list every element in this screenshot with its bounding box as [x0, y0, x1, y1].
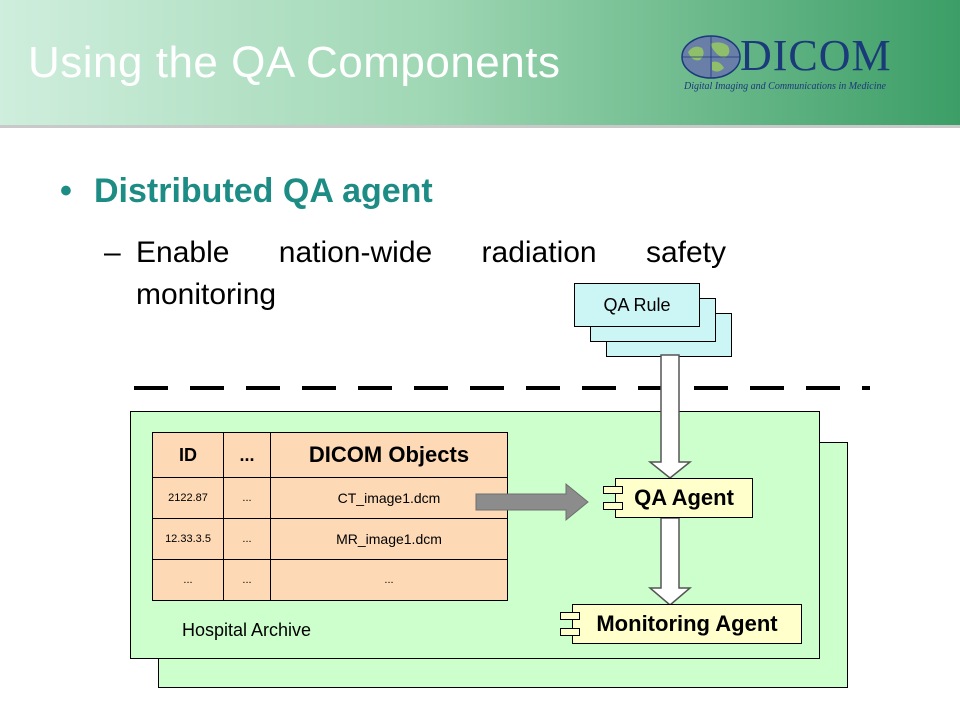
bullet-dot: • — [60, 172, 72, 210]
header-ellipsis: ... — [223, 432, 271, 478]
agent-to-monitoring-arrow — [647, 517, 693, 606]
monitoring-agent-component: Monitoring Agent — [572, 604, 802, 644]
header-dicom-objects: DICOM Objects — [270, 432, 508, 478]
monitoring-agent-label: Monitoring Agent — [596, 611, 778, 636]
hospital-archive-label: Hospital Archive — [182, 620, 312, 640]
rule-to-agent-arrow — [647, 354, 693, 479]
bullet-text: Distributed QA agent — [94, 172, 433, 210]
cell-ellipsis: ... — [223, 518, 271, 560]
table-header-row: ID ... DICOM Objects — [152, 432, 508, 478]
network-boundary-line — [134, 386, 870, 390]
globe-icon — [681, 35, 741, 79]
cell-dicom-object: ... — [270, 559, 508, 601]
qa-rule-card-front: QA Rule — [574, 283, 700, 327]
qa-agent-port-bottom — [603, 502, 623, 510]
header-id: ID — [152, 432, 224, 478]
monitoring-agent-port-top — [560, 612, 580, 620]
dicom-objects-table: ID ... DICOM Objects 2122.87 ... CT_imag… — [152, 432, 508, 601]
bullet-distributed-qa-agent: • Distributed QA agent — [60, 172, 433, 211]
cell-id: ... — [152, 559, 224, 601]
table-row: 2122.87 ... CT_image1.dcm — [152, 477, 508, 519]
title-banner: Using the QA Components DICOM Digital Im… — [0, 0, 960, 128]
table-row: ... ... ... — [152, 559, 508, 601]
logo-wordmark: DICOM — [740, 31, 892, 80]
cell-id: 12.33.3.5 — [152, 518, 224, 560]
cell-dicom-object: CT_image1.dcm — [270, 477, 508, 519]
table-to-agent-arrow — [475, 482, 589, 522]
cell-ellipsis: ... — [223, 559, 271, 601]
sub-bullet-text: Enable nation-wide radiation safety moni… — [136, 236, 726, 311]
qa-agent-label: QA Agent — [634, 485, 734, 510]
sub-bullet-dash: – — [104, 236, 121, 269]
qa-rule-label: QA Rule — [603, 295, 671, 315]
slide-title: Using the QA Components — [28, 38, 561, 87]
monitoring-agent-port-bottom — [560, 628, 580, 636]
qa-agent-component: QA Agent — [615, 478, 753, 518]
dicom-logo: DICOM Digital Imaging and Communications… — [680, 30, 928, 100]
logo-tagline: Digital Imaging and Communications in Me… — [684, 81, 886, 92]
qa-agent-port-top — [603, 486, 623, 494]
